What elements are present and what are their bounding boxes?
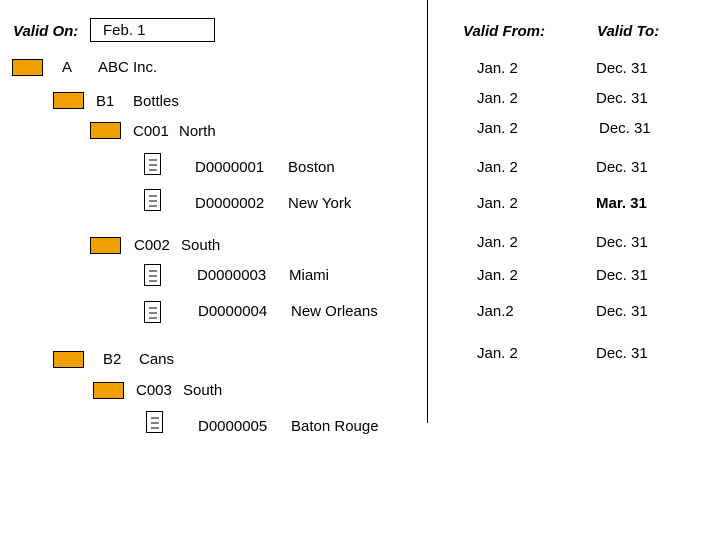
node-name-a[interactable]: ABC Inc. <box>98 59 158 76</box>
valid-to-d1: Dec. 31 <box>596 159 648 176</box>
valid-to-d2: Mar. 31 <box>596 195 647 212</box>
valid-to-b1: Dec. 31 <box>596 90 648 107</box>
valid-to-b2: Dec. 31 <box>596 345 648 362</box>
valid-to-c002: Dec. 31 <box>596 234 648 251</box>
valid-from-b2: Jan. 2 <box>477 345 518 362</box>
valid-to-d3: Dec. 31 <box>596 267 648 284</box>
valid-from-header: Valid From: <box>463 23 545 40</box>
valid-from-b1: Jan. 2 <box>477 90 518 107</box>
node-name-d3[interactable]: Miami <box>289 267 329 284</box>
valid-to-d4: Dec. 31 <box>596 303 648 320</box>
document-icon[interactable] <box>144 189 161 211</box>
folder-icon[interactable] <box>93 382 124 399</box>
valid-from-c001: Jan. 2 <box>477 120 518 137</box>
valid-from-d2: Jan. 2 <box>477 195 518 212</box>
valid-on-field[interactable]: Feb. 1 <box>90 18 215 42</box>
node-name-d2[interactable]: New York <box>288 195 352 212</box>
document-icon[interactable] <box>144 153 161 175</box>
folder-icon[interactable] <box>12 59 43 76</box>
folder-icon[interactable] <box>90 237 121 254</box>
node-name-c003[interactable]: South <box>183 382 223 399</box>
column-divider <box>427 0 428 423</box>
valid-to-header: Valid To: <box>597 23 660 40</box>
node-code-d5: D0000005 <box>198 418 268 435</box>
node-name-c002[interactable]: South <box>181 237 221 254</box>
node-name-b2[interactable]: Cans <box>139 351 175 368</box>
folder-icon[interactable] <box>90 122 121 139</box>
node-code-d4: D0000004 <box>198 303 268 320</box>
document-icon[interactable] <box>146 411 163 433</box>
valid-from-d1: Jan. 2 <box>477 159 518 176</box>
valid-from-a: Jan. 2 <box>477 60 518 77</box>
valid-on-value: Feb. 1 <box>103 22 146 39</box>
valid-from-c002: Jan. 2 <box>477 234 518 251</box>
node-code-d1: D0000001 <box>195 159 265 176</box>
node-name-d1[interactable]: Boston <box>288 159 335 176</box>
node-code-c002: C002 <box>134 237 170 254</box>
valid-from-d3: Jan. 2 <box>477 267 518 284</box>
valid-from-d4: Jan.2 <box>477 303 514 320</box>
node-name-d5[interactable]: Baton Rouge <box>291 418 379 435</box>
document-icon[interactable] <box>144 264 161 286</box>
node-code-c003: C003 <box>136 382 172 399</box>
node-code-d2: D0000002 <box>195 195 265 212</box>
valid-to-a: Dec. 31 <box>596 60 648 77</box>
valid-to-c001: Dec. 31 <box>599 120 651 137</box>
node-name-b1[interactable]: Bottles <box>133 93 179 110</box>
folder-icon[interactable] <box>53 92 84 109</box>
folder-icon[interactable] <box>53 351 84 368</box>
node-name-c001[interactable]: North <box>179 123 216 140</box>
node-code-d3: D0000003 <box>197 267 267 284</box>
node-code-c001: C001 <box>133 123 169 140</box>
valid-on-label: Valid On: <box>13 23 79 40</box>
document-icon[interactable] <box>144 301 161 323</box>
node-code-b1: B1 <box>96 93 115 110</box>
node-code-b2: B2 <box>103 351 122 368</box>
node-name-d4[interactable]: New Orleans <box>291 303 378 320</box>
node-code-a: A <box>62 59 73 76</box>
